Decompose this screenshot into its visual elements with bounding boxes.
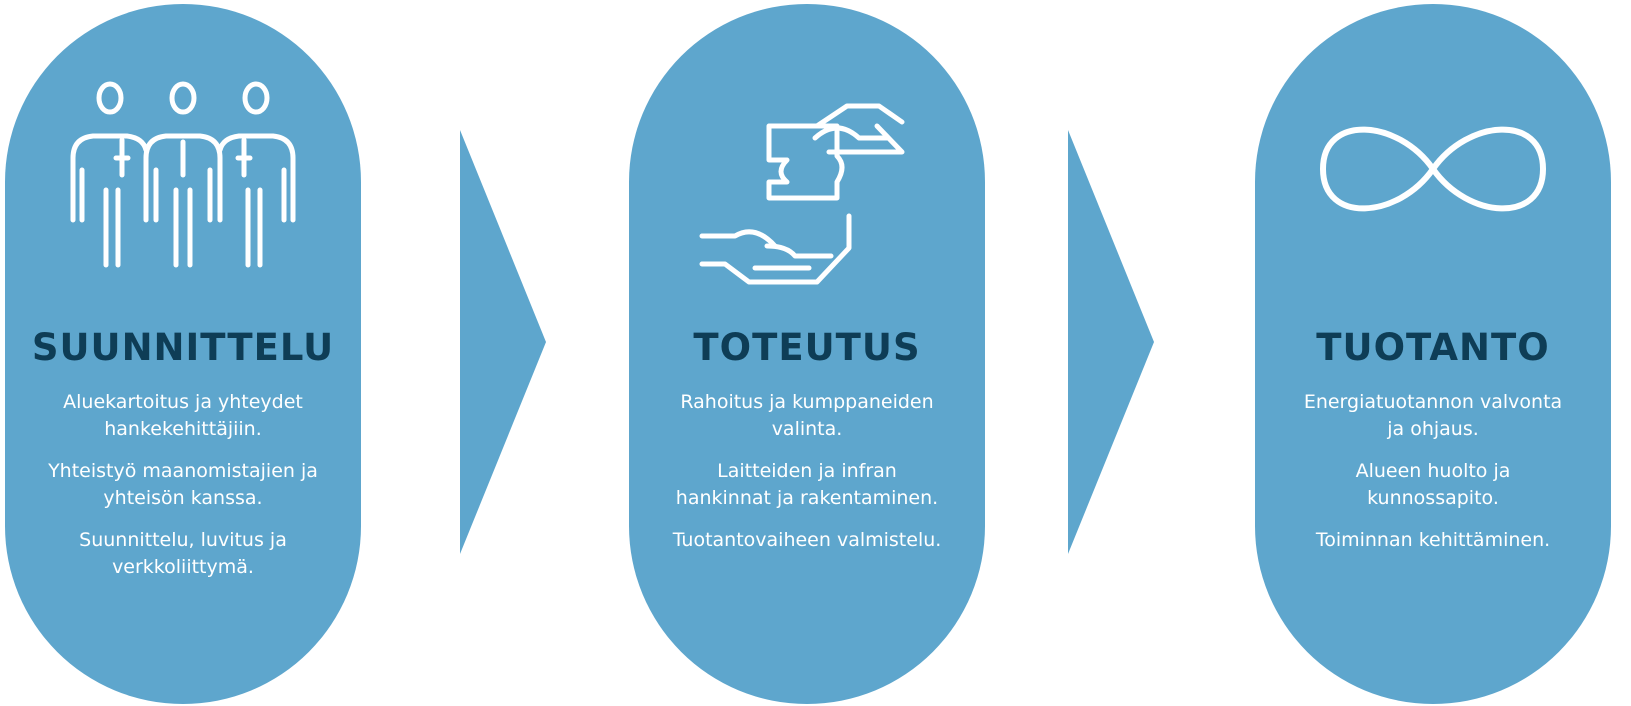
phase-item: Laitteiden ja infran hankinnat ja rakent… (675, 460, 939, 509)
phase-tuotanto: TUOTANTO Energiatuotannon valvonta ja oh… (1255, 4, 1611, 704)
team-people-icon (68, 80, 298, 280)
phase-item: Suunnittelu, luvitus ja verkkoliittymä. (79, 529, 287, 578)
hands-puzzle-icon (697, 96, 917, 286)
infinity-icon (1303, 104, 1563, 234)
phase-item: Toiminnan kehittäminen. (1315, 529, 1551, 551)
arrow-right-icon (1068, 130, 1158, 558)
phase-toteutus: TOTEUTUS Rahoitus ja kumppaneiden valint… (629, 4, 985, 704)
phase-item: Alueen huolto ja kunnossapito. (1355, 460, 1511, 509)
phase-item: Energiatuotannon valvonta ja ohjaus. (1303, 391, 1563, 440)
phase-items: Aluekartoitus ja yhteydet hankekehittäji… (27, 389, 339, 596)
phase-item: Tuotantovaiheen valmistelu. (672, 529, 942, 551)
phase-item: Yhteistyö maanomistajien ja yhteisön kan… (48, 460, 318, 509)
arrow-right-icon (460, 130, 550, 558)
phase-title: TUOTANTO (1316, 326, 1550, 369)
phase-items: Rahoitus ja kumppaneiden valinta. Laitte… (671, 389, 943, 569)
phase-item: Aluekartoitus ja yhteydet hankekehittäji… (63, 391, 303, 440)
phase-item: Rahoitus ja kumppaneiden valinta. (680, 391, 934, 440)
phase-suunnittelu: SUUNNITTELU Aluekartoitus ja yhteydet ha… (5, 4, 361, 704)
phase-title: TOTEUTUS (693, 326, 921, 369)
phase-title: SUUNNITTELU (31, 326, 335, 369)
phase-items: Energiatuotannon valvonta ja ohjaus. Alu… (1297, 389, 1569, 569)
